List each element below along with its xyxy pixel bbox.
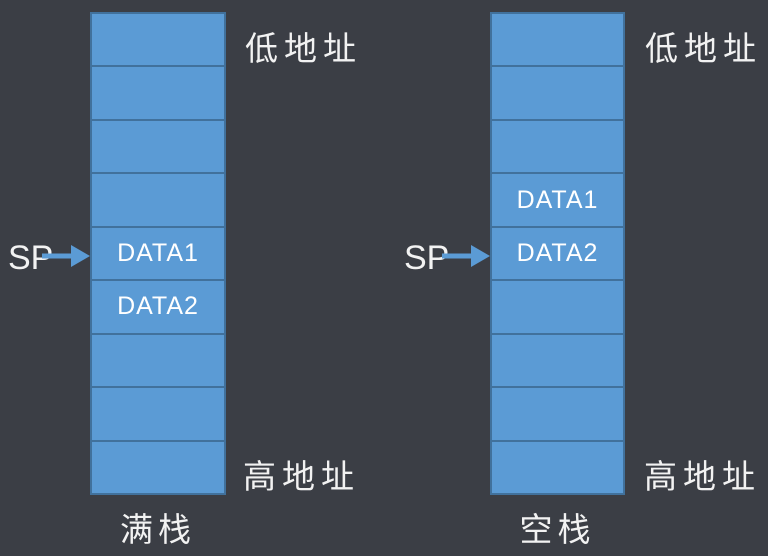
empty-stack-sp-label: SP — [404, 239, 450, 277]
stack-cell — [492, 120, 623, 173]
sp-arrow-icon — [442, 244, 490, 268]
stack-cell — [92, 388, 224, 440]
empty-stack-caption: 空栈 — [519, 513, 596, 549]
stack-cell: DATA1 — [492, 174, 623, 226]
full-stack-caption: 满栈 — [120, 513, 196, 549]
stack-cell — [92, 120, 224, 173]
stack-cell — [92, 67, 224, 119]
stack-cell — [492, 67, 623, 119]
stack-cell — [492, 388, 623, 440]
cell-label: DATA2 — [516, 238, 599, 267]
stack-cell — [92, 174, 224, 226]
cell-label: DATA2 — [117, 292, 199, 321]
stack-cell — [492, 14, 623, 66]
full-stack-figure-high-address-label: 高地址 — [243, 460, 360, 496]
cell-label: DATA1 — [117, 238, 199, 267]
stack-cell — [492, 281, 623, 333]
stack-cell — [92, 441, 224, 493]
empty-stack-figure-low-address-label: 低地址 — [645, 32, 762, 68]
stack-cell: DATA2 — [92, 281, 224, 333]
sp-arrow-icon — [42, 244, 90, 268]
stack-cell: DATA1 — [92, 227, 224, 280]
stack-cell — [92, 334, 224, 387]
empty-stack-figure-high-address-label: 高地址 — [644, 460, 761, 496]
stack-cell — [492, 334, 623, 387]
stack-cell — [492, 441, 623, 493]
stack-cell — [92, 14, 224, 66]
stack-cell: DATA2 — [492, 227, 623, 280]
full-stack-figure-low-address-label: 低地址 — [245, 32, 362, 68]
cell-label: DATA1 — [516, 185, 599, 214]
